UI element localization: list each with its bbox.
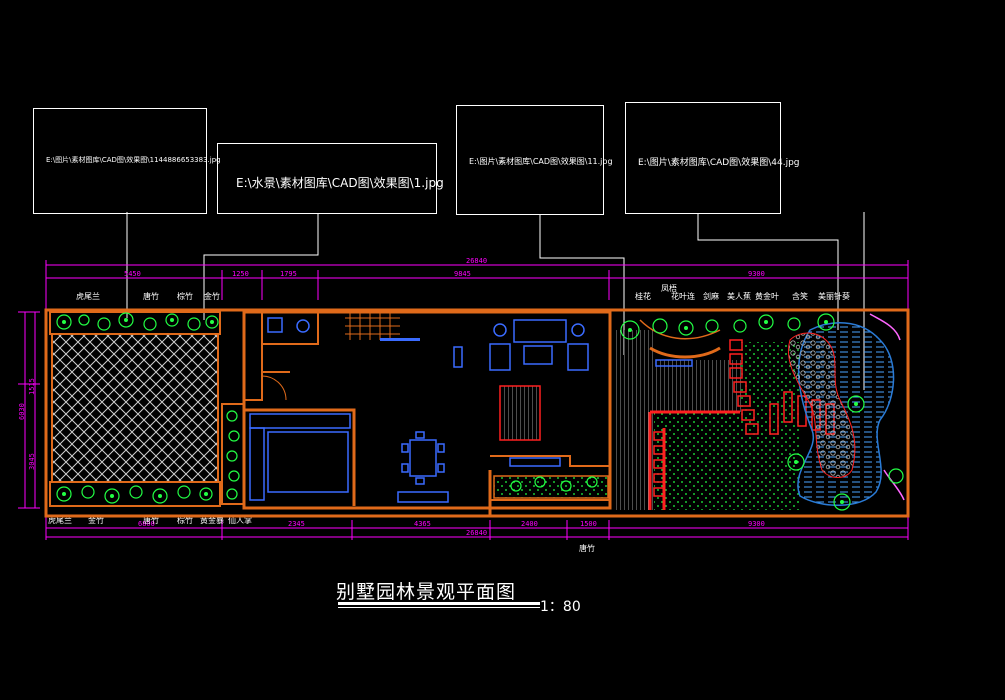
sofa-set <box>453 319 589 371</box>
label-top-left-2: 棕竹 <box>177 291 193 301</box>
label-bottom-left-1: 金竹 <box>88 515 104 525</box>
dimension-texts: 26840 5450 1250 1795 9845 9300 6800 2345… <box>18 257 765 537</box>
label-top-right-upper: 凤梧 <box>661 283 677 293</box>
dining-table <box>401 431 445 485</box>
label-top-right-4: 黄金叶 <box>755 291 779 301</box>
label-top-left-3: 金竹 <box>204 291 220 301</box>
label-bottom-left-4: 黄金暴 <box>200 515 224 525</box>
dim-left-total: 6030 <box>18 403 26 420</box>
dim-bottom-total: 26840 <box>466 529 487 537</box>
rug <box>499 385 541 441</box>
label-top-left-0: 虎尾兰 <box>76 291 100 301</box>
dim-bottom-5: 1500 <box>580 520 597 528</box>
label-top-right-5: 含笑 <box>792 291 808 301</box>
kitchen-furniture <box>249 413 351 501</box>
label-top-right-0: 桂花 <box>635 291 651 301</box>
toilet <box>267 317 283 333</box>
drawing-title: 别墅园林景观平面图 <box>336 581 517 603</box>
right-garden <box>614 313 905 510</box>
planter-bottom <box>49 481 221 507</box>
dim-bottom-1: 6800 <box>138 520 155 528</box>
dim-top-5: 9300 <box>748 270 765 278</box>
image-ref-box-2: E:\水景\素材图库\CAD图\效果图\1.jpg <box>217 143 444 214</box>
dim-left-1: 1515 <box>28 378 36 395</box>
label-top-right-3: 美人蕉 <box>727 291 751 301</box>
label-top-right-6: 美丽针葵 <box>818 291 850 301</box>
dim-top-4: 9845 <box>454 270 471 278</box>
image-ref-text-1: E:\图片\素材图库\CAD图\效果图\1144886653383.jpg <box>46 156 221 164</box>
image-ref-text-4: E:\图片\素材图库\CAD图\效果图\44.jpg <box>638 158 800 168</box>
dim-top-2: 1250 <box>232 270 249 278</box>
title-underline-thick <box>338 602 540 605</box>
ground-cover <box>654 412 740 510</box>
plant-centers <box>62 318 858 504</box>
dim-left-2: 3045 <box>28 453 36 470</box>
dim-bottom-2: 2345 <box>288 520 305 528</box>
label-top-right-1: 花叶连 <box>671 291 695 301</box>
image-ref-box-1: E:\图片\素材图库\CAD图\效果图\1144886653383.jpg <box>33 108 221 214</box>
paved-lawn <box>51 333 219 483</box>
label-top-right-2: 剑麻 <box>703 291 719 301</box>
drawing-scale: 1：80 <box>540 599 581 615</box>
planter-front <box>493 475 609 499</box>
plant-labels: 虎尾兰 唐竹 棕竹 金竹 凤梧 桂花 花叶连 剑麻 美人蕉 黄金叶 含笑 美丽针… <box>48 283 850 553</box>
site-boundary <box>44 308 910 518</box>
dim-bottom-6: 9300 <box>748 520 765 528</box>
label-top-left-1: 唐竹 <box>143 291 159 301</box>
plant-symbols <box>56 312 904 511</box>
image-ref-box-4: E:\图片\素材图库\CAD图\效果图\44.jpg <box>625 102 800 214</box>
timber-deck <box>614 330 654 510</box>
staircase <box>345 312 400 340</box>
title-underline-thin <box>338 607 540 608</box>
label-bottom-mid: 唐竹 <box>579 543 595 553</box>
label-bottom-left-5: 仙人掌 <box>228 515 252 525</box>
dim-bottom-4: 2400 <box>521 520 538 528</box>
rockery <box>787 332 856 478</box>
image-ref-box-3: E:\图片\素材图库\CAD图\效果图\11.jpg <box>456 105 613 215</box>
dim-top-3: 1795 <box>280 270 297 278</box>
image-ref-text-3: E:\图片\素材图库\CAD图\效果图\11.jpg <box>469 157 613 166</box>
label-bottom-left-3: 棕竹 <box>177 515 193 525</box>
planter-top <box>49 311 221 335</box>
dim-top-1: 5450 <box>124 270 141 278</box>
image-ref-text-2: E:\水景\素材图库\CAD图\效果图\1.jpg <box>236 176 444 190</box>
leader-lines <box>126 212 865 390</box>
left-garden <box>49 311 245 507</box>
house-plan <box>242 310 612 516</box>
label-bottom-left-2: 唐竹 <box>143 515 159 525</box>
dim-top-total: 26840 <box>466 257 487 265</box>
label-bottom-left-0: 虎尾兰 <box>48 515 72 525</box>
dim-bottom-3: 4365 <box>414 520 431 528</box>
sink <box>296 319 310 333</box>
